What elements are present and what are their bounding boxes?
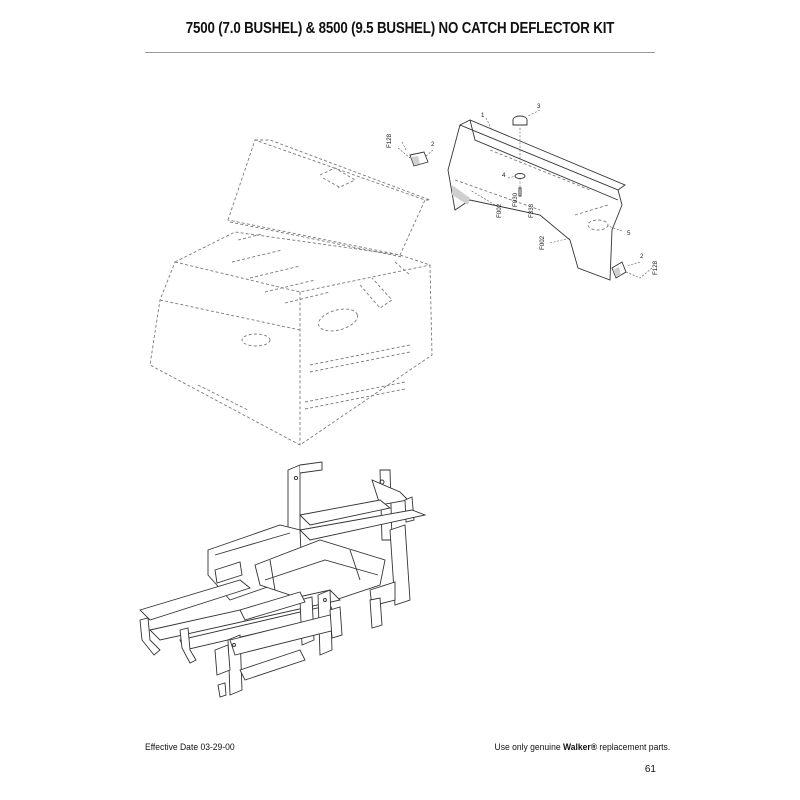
leader-lines [401,109,653,279]
callout-3: 3 [537,103,541,110]
callout-2-left: 2 [431,141,435,148]
callout-f002-left: F002 [496,203,503,218]
callout-2-right: 2 [640,253,644,260]
deflector-part [447,119,626,281]
notice-suffix: replacement parts. [596,742,670,753]
callout-5: 5 [627,230,631,237]
callout-f128-left: F128 [386,133,393,148]
latch-part-left [397,147,429,167]
page-number: 61 [644,764,656,775]
notice-prefix: Use only genuine [494,742,563,753]
grass-catcher-phantom [149,139,433,446]
latch-part-right [611,261,641,279]
effective-date: Effective Date 03-29-00 [145,742,235,753]
callout-f002-right: F002 [539,235,546,250]
callout-labels: 1 2 3 4 5 2 F128 F128 F030 F333 F002 F00… [386,103,659,275]
brand-name: Walker® [562,742,597,753]
callout-f030: F030 [512,192,519,207]
callout-f128-right: F128 [652,260,659,275]
knob-part [512,115,528,160]
mower-frame [139,461,427,698]
callout-f333: F333 [528,203,535,218]
callout-1: 1 [481,112,485,119]
title-rule [145,52,655,53]
genuine-parts-notice: Use only genuine Walker® replacement par… [494,742,670,753]
page-title: 7500 (7.0 BUSHEL) & 8500 (9.5 BUSHEL) NO… [185,20,615,37]
callout-4: 4 [502,172,506,179]
